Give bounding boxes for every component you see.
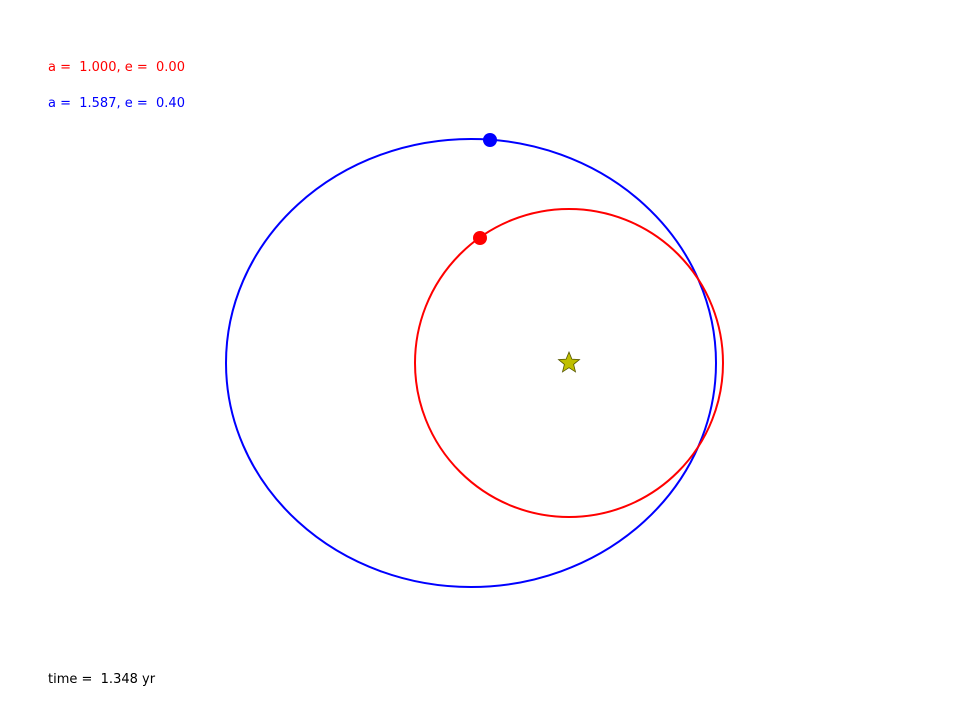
time-readout: time = 1.348 yr — [48, 672, 156, 687]
star-icon — [557, 350, 581, 373]
orbit-path-1 — [414, 208, 724, 518]
planet-2 — [483, 133, 497, 147]
orbit-path-2 — [225, 138, 717, 588]
planet-1 — [473, 231, 487, 245]
orbit-2-label: a = 1.587, e = 0.40 — [48, 96, 185, 111]
orbit-1-label: a = 1.000, e = 0.00 — [48, 60, 185, 75]
